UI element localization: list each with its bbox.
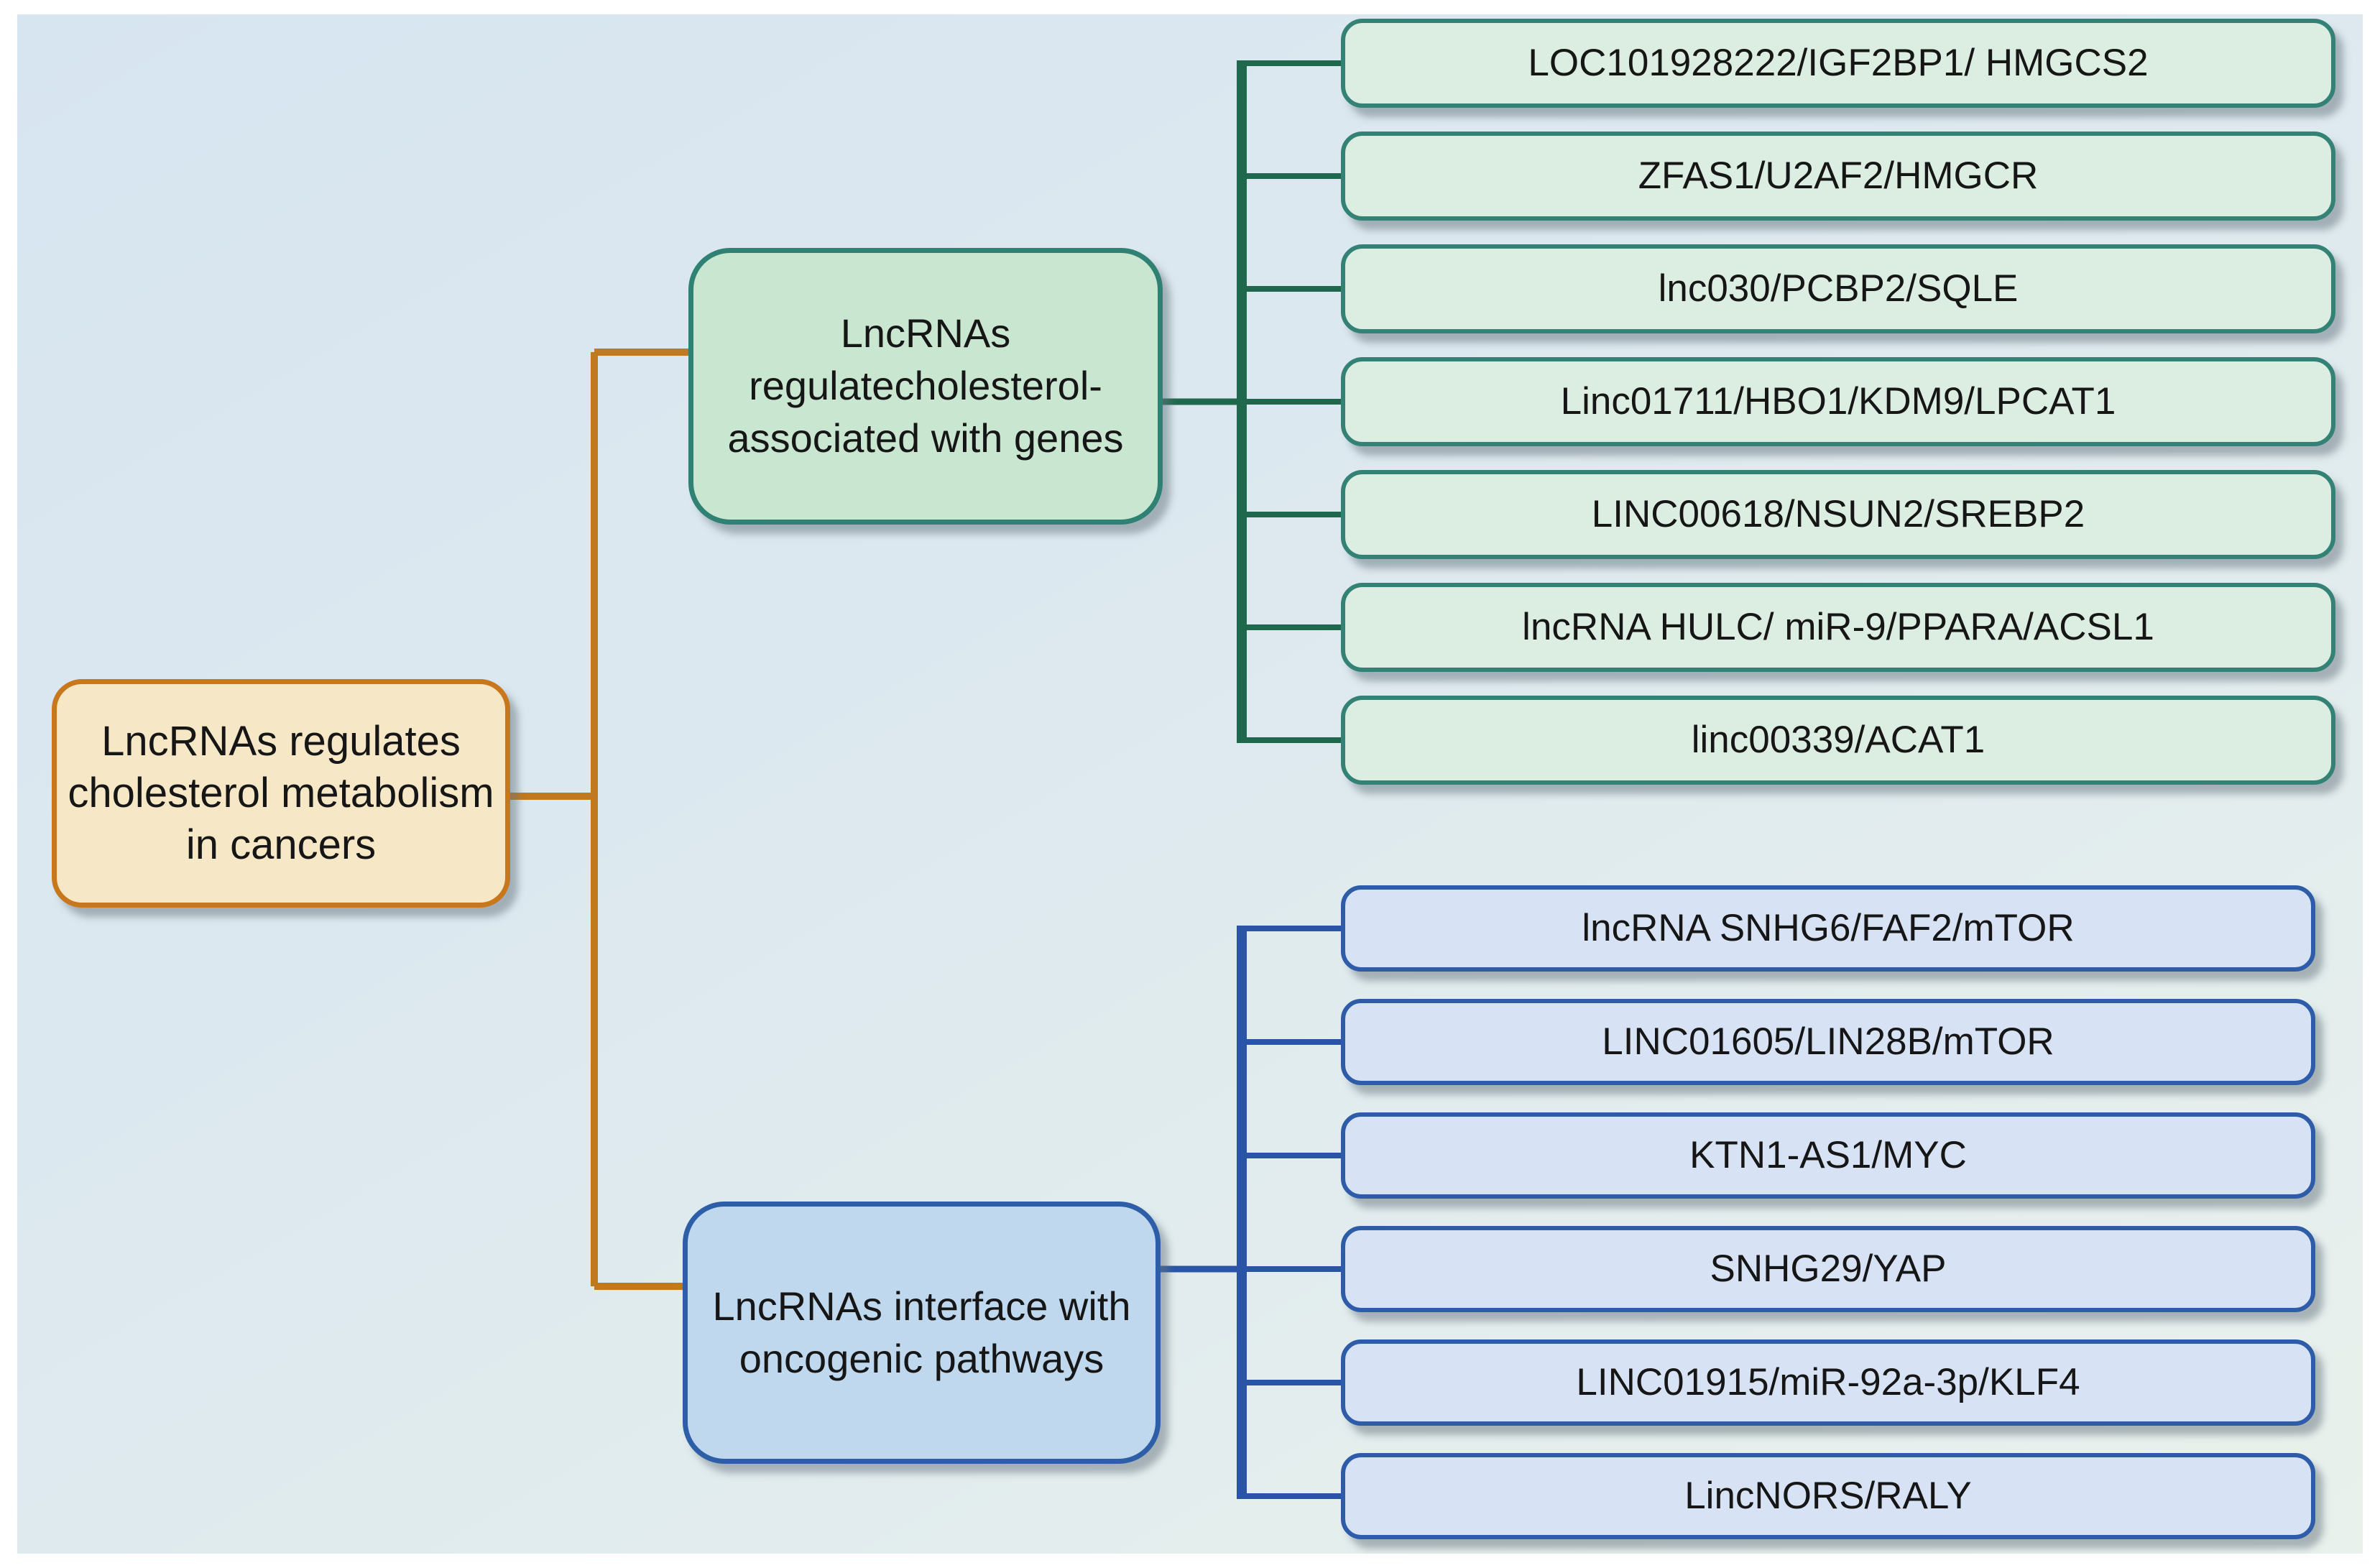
leaf-node-label: LOC101928222/IGF2BP1/ HMGCS2 [1528, 41, 2149, 84]
leaf-node-label: Linc01711/HBO1/KDM9/LPCAT1 [1560, 379, 2116, 423]
green-connector [1158, 60, 1347, 743]
orange-connector [510, 349, 691, 1290]
root-node: LncRNAs regulates cholesterol metabolism… [52, 679, 510, 908]
leaf-node: lncRNA HULC/ miR-9/PPARA/ACSL1 [1341, 583, 2335, 672]
leaf-node: LINC01605/LIN28B/mTOR [1341, 999, 2315, 1085]
blue-connector [1156, 926, 1347, 1499]
leaf-node: SNHG29/YAP [1341, 1226, 2315, 1312]
leaf-node: Linc01711/HBO1/KDM9/LPCAT1 [1341, 357, 2335, 446]
leaf-node: LINC01915/miR-92a-3p/KLF4 [1341, 1339, 2315, 1426]
leaf-node: lnc030/PCBP2/SQLE [1341, 244, 2335, 333]
leaf-node-label: LincNORS/RALY [1684, 1474, 1972, 1517]
leaf-node-label: LINC01915/miR-92a-3p/KLF4 [1576, 1360, 2080, 1403]
leaf-node: linc00339/ACAT1 [1341, 696, 2335, 785]
root-node-label: LncRNAs regulates cholesterol metabolism… [68, 718, 494, 868]
leaf-node: LOC101928222/IGF2BP1/ HMGCS2 [1341, 19, 2335, 108]
leaf-node-label: LINC01605/LIN28B/mTOR [1602, 1020, 2054, 1063]
leaf-node: lncRNA SNHG6/FAF2/mTOR [1341, 885, 2315, 972]
leaf-node: KTN1-AS1/MYC [1341, 1112, 2315, 1199]
leaf-node-label: KTN1-AS1/MYC [1689, 1133, 1967, 1176]
leaf-node: ZFAS1/U2AF2/HMGCR [1341, 132, 2335, 221]
leaf-node-label: lncRNA SNHG6/FAF2/mTOR [1582, 906, 2075, 949]
leaf-node-label: lnc030/PCBP2/SQLE [1658, 267, 2019, 310]
leaf-node-label: ZFAS1/U2AF2/HMGCR [1638, 154, 2039, 197]
leaf-node-label: lncRNA HULC/ miR-9/PPARA/ACSL1 [1522, 605, 2154, 648]
group-node-oncogenic-pathways: LncRNAs interface with oncogenic pathway… [683, 1202, 1161, 1464]
group-node-label: LncRNAs regulatecholesterol- associated … [727, 310, 1124, 461]
leaf-node-label: LINC00618/NSUN2/SREBP2 [1591, 492, 2085, 535]
group-node-label: LncRNAs interface with oncogenic pathway… [712, 1283, 1131, 1381]
leaf-node: LINC00618/NSUN2/SREBP2 [1341, 470, 2335, 559]
leaf-node-label: linc00339/ACAT1 [1691, 718, 1985, 761]
leaf-node: LincNORS/RALY [1341, 1453, 2315, 1539]
leaf-node-label: SNHG29/YAP [1710, 1247, 1947, 1290]
group-node-cholesterol-genes: LncRNAs regulatecholesterol- associated … [688, 248, 1163, 525]
